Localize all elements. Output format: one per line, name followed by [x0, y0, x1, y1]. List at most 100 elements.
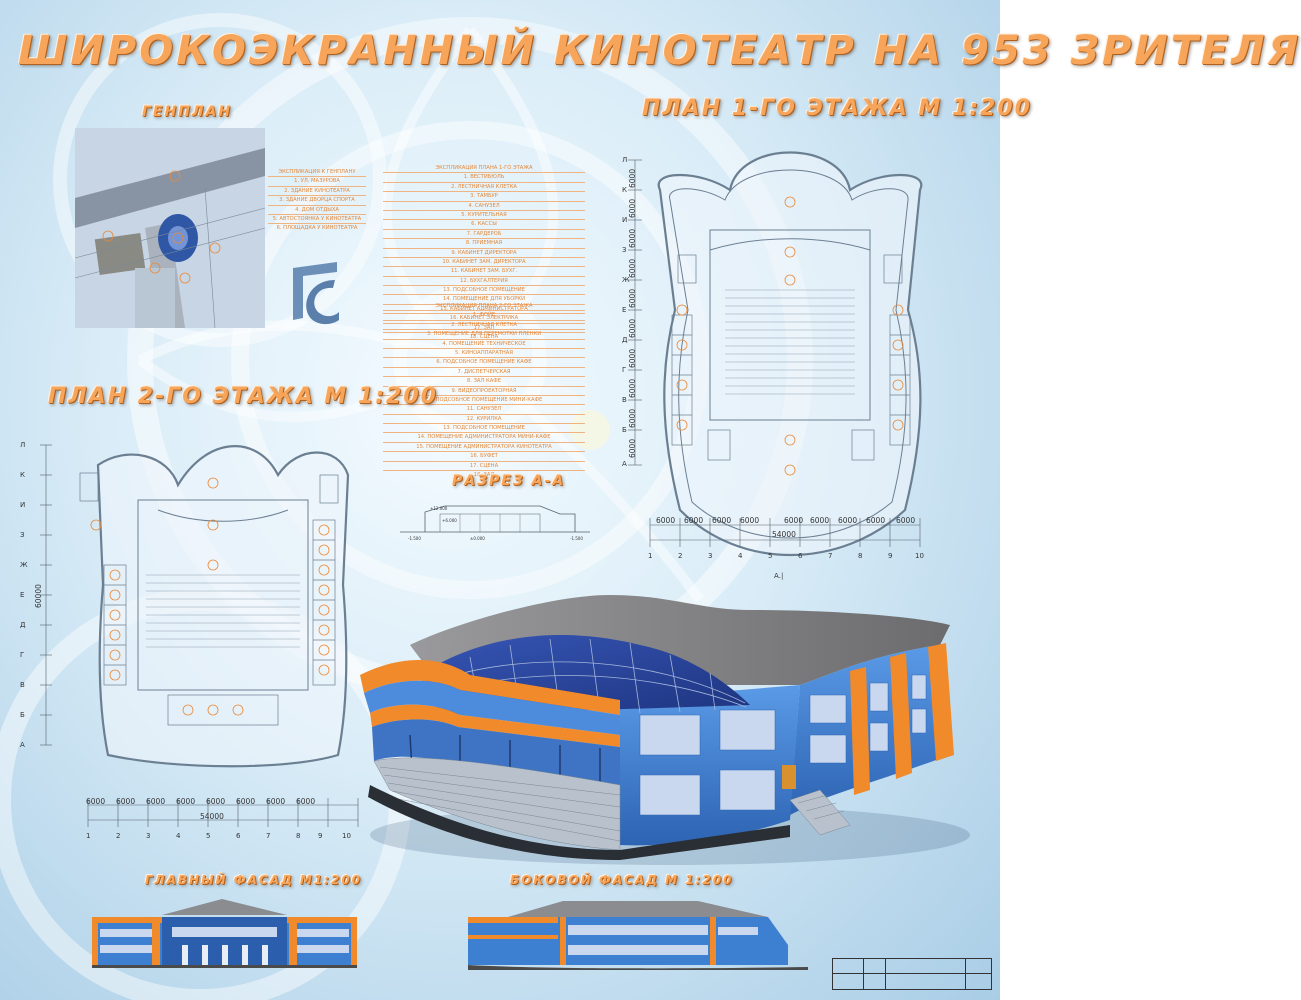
axis-label: Д — [622, 336, 628, 344]
axis-label: 10 — [342, 832, 351, 840]
plan2-title: ПЛАН 2-ГО ЭТАЖА М 1:200 — [48, 384, 438, 409]
table-row: 16. КАБИНЕТ ЭЛЕКТРИКА — [383, 313, 585, 322]
table-row: 6. КАССЫ — [383, 219, 585, 228]
total-dimension-label: 54000 — [772, 530, 796, 539]
table-row: 17. СЦЕНА — [383, 460, 585, 470]
table-row: 8. ПРИЕМНАЯ — [383, 238, 585, 247]
dimension-label: 6000 — [206, 797, 226, 806]
floor1-plan-drawing — [628, 151, 923, 556]
dimension-label: 6000 — [628, 198, 637, 218]
table-row: 4. ПОМЕЩЕНИЕ ТЕХНИЧЕСКОЕ — [383, 338, 585, 348]
table-row: 1. УЛ. МАЗУРОВА — [268, 176, 366, 185]
axis-label: 10 — [915, 552, 924, 560]
axis-label: 4 — [738, 552, 743, 560]
table-row: 5. КИНОАППАРАТНАЯ — [383, 347, 585, 357]
dimension-label: 6000 — [628, 438, 637, 458]
table-row: 3. ТАМБУР — [383, 191, 585, 200]
table-row: 8. ЗАЛ КАФЕ — [383, 376, 585, 385]
axis-label: Б — [20, 711, 25, 719]
floor2-explication-table: ЭКСПЛИКАЦИЯ ПЛАНА 2-ГО ЭТАЖА 1. ФОЙЕ 2. … — [383, 302, 585, 479]
genplan-site-map — [74, 128, 266, 329]
axis-label: Л — [20, 441, 26, 449]
level-mark: +12.000 — [430, 506, 448, 511]
plan1-title: ПЛАН 1-ГО ЭТАЖА М 1:200 — [642, 96, 1032, 121]
axis-label: 6 — [798, 552, 803, 560]
table-row: 9. ВИДЕОПРОЕКТОРНАЯ — [383, 385, 585, 395]
section-cut-mark: А.| — [774, 572, 784, 580]
dimension-label: 6000 — [116, 797, 136, 806]
table-row: 4. САНУЗЕЛ — [383, 200, 585, 210]
table-row: 9. КАБИНЕТ ДИРЕКТОРА — [383, 247, 585, 257]
dimension-label: 6000 — [712, 516, 732, 525]
axis-label: Л — [622, 156, 628, 164]
axis-label: 5 — [206, 832, 211, 840]
dimension-label: 6000 — [628, 378, 637, 398]
table-row: 18. СЦЕНА — [383, 332, 585, 341]
level-mark: -1.500 — [570, 536, 583, 541]
drawing-title-block — [832, 958, 992, 990]
table-row: 5. КУРИТЕЛЬНАЯ — [383, 209, 585, 219]
genplan-title: ГЕНПЛАН — [142, 104, 233, 120]
dimension-label: 6000 — [86, 797, 106, 806]
dimension-label: 6000 — [838, 516, 858, 525]
axis-label: Ж — [622, 276, 630, 284]
axis-label: З — [20, 531, 25, 539]
dimension-label: 6000 — [628, 258, 637, 278]
table-row: 18. ЗАЛ — [383, 470, 585, 479]
axis-label: Г — [622, 366, 627, 374]
section-drawing: -1.500 +12.000 +6.000 ±0.000 -1.500 — [400, 505, 590, 541]
axis-label: Б — [622, 426, 627, 434]
axis-label: 1 — [648, 552, 653, 560]
table-row: 2. ЛЕСТНИЧНАЯ КЛЕТКА — [383, 181, 585, 191]
dimension-label: 6000 — [296, 797, 316, 806]
axis-label: Г — [20, 651, 25, 659]
section-title: РАЗРЕЗ А-А — [452, 473, 566, 489]
table-row: 1. ФОЙЕ — [383, 310, 585, 319]
table-row: 16. БУФЕТ — [383, 451, 585, 460]
axis-label: 5 — [768, 552, 773, 560]
table-row: 2. ЛЕСТНИЧНАЯ КЛЕТКА — [383, 319, 585, 329]
table-row: 4. ДОМ ОТДЫХА — [268, 204, 366, 214]
front-facade-drawing — [92, 899, 357, 968]
axis-label: А — [622, 460, 627, 468]
axis-label: 6 — [236, 832, 241, 840]
level-mark: -1.500 — [408, 536, 421, 541]
genplan-explication-table: ЭКСПЛИКАЦИЯ К ГЕНПЛАНУ 1. УЛ. МАЗУРОВА 2… — [268, 168, 366, 233]
dimension-label: 6000 — [266, 797, 286, 806]
axis-label: Е — [20, 591, 25, 599]
axis-label: 9 — [318, 832, 323, 840]
floor1-explication-table: ЭКСПЛИКАЦИЯ ПЛАНА 1-ГО ЭТАЖА 1. ВЕСТИБЮЛ… — [383, 164, 585, 341]
table-row: 5. АВТОСТОЯНКА У КИНОТЕАТРА — [268, 213, 366, 223]
axis-label: 4 — [176, 832, 181, 840]
building-3d-render — [360, 595, 970, 865]
axis-label: 8 — [296, 832, 301, 840]
floor2-plan-drawing — [40, 444, 359, 827]
table-row: 2. ЗДАНИЕ КИНОТЕАТРА — [268, 185, 366, 195]
level-mark: +6.000 — [442, 518, 457, 523]
table-row: 3. ПОМЕЩЕНИЕ ДЛЯ ПЕРЕМОТКИ ПЛЕНКИ — [383, 329, 585, 338]
table-row: 12. КУРИЛКА — [383, 413, 585, 423]
axis-label: 9 — [888, 552, 893, 560]
table-header: ЭКСПЛИКАЦИЯ К ГЕНПЛАНУ — [278, 169, 356, 175]
dimension-label: 6000 — [628, 168, 637, 188]
table-row: 1. ВЕСТИБЮЛЬ — [383, 172, 585, 181]
dimension-label: 6000 — [236, 797, 256, 806]
dimension-label: 6000 — [628, 288, 637, 308]
dimension-label: 6000 — [656, 516, 676, 525]
axis-label: В — [622, 396, 627, 404]
table-row: 11. КАБИНЕТ ЗАМ. БУХГ. — [383, 266, 585, 275]
level-mark: ±0.000 — [470, 536, 485, 541]
table-row: 12. БУХГАЛТЕРИЯ — [383, 275, 585, 285]
table-row: 6. ПОДСОБНОЕ ПОМЕЩЕНИЕ КАФЕ — [383, 357, 585, 366]
table-row: 7. ДИСПЕТЧЕРСКАЯ — [383, 366, 585, 376]
axis-label: 1 — [86, 832, 91, 840]
table-row: 10. ПОДСОБНОЕ ПОМЕЩЕНИЕ МИНИ-КАФЕ — [383, 394, 585, 404]
table-row: 14. ПОМЕЩЕНИЕ ДЛЯ УБОРКИ — [383, 294, 585, 303]
axis-label: Ж — [20, 561, 28, 569]
side-facade-title: БОКОВОЙ ФАСАД М 1:200 — [510, 873, 734, 887]
table-row: 15. ПОМЕЩЕНИЕ АДМИНИСТРАТОРА КИНОТЕАТРА — [383, 441, 585, 451]
dimension-label: 6000 — [784, 516, 804, 525]
axis-label: И — [20, 501, 26, 509]
side-facade-drawing — [468, 901, 808, 970]
